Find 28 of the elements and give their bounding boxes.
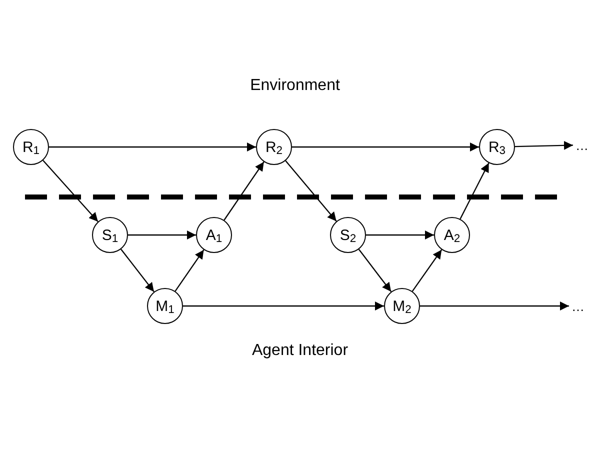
node-label: M$_{2}$ — [392, 298, 412, 314]
arrow — [366, 230, 434, 240]
ellipsis-text: … — [569, 299, 587, 313]
arrow — [292, 142, 479, 152]
arrow — [514, 140, 574, 150]
node-label: A$_{2}$ — [444, 228, 460, 242]
arrow — [120, 248, 154, 292]
node-label: A$_{1}$ — [206, 228, 222, 242]
arrow — [460, 162, 490, 220]
arrow — [412, 249, 442, 292]
node-label: R$_{2}$ — [265, 140, 283, 154]
arrow — [128, 230, 196, 240]
node-label: R$_{3}$ — [488, 140, 506, 154]
arrow — [358, 248, 392, 292]
arrow — [183, 302, 384, 310]
ellipsis-text: … — [573, 138, 591, 152]
region-label: Environment — [250, 76, 340, 96]
node-label: S$_{2}$ — [340, 228, 356, 242]
arrow — [285, 160, 337, 222]
arrow — [420, 302, 569, 310]
region-label: Agent Interior — [252, 341, 348, 361]
arrow — [174, 249, 204, 292]
arrow — [42, 160, 98, 222]
arrow — [49, 142, 256, 152]
node-label: S$_{1}$ — [102, 228, 118, 242]
arrow — [224, 162, 264, 220]
node-label: M$_{1}$ — [156, 298, 174, 314]
node-label: R$_{1}$ — [22, 140, 40, 154]
